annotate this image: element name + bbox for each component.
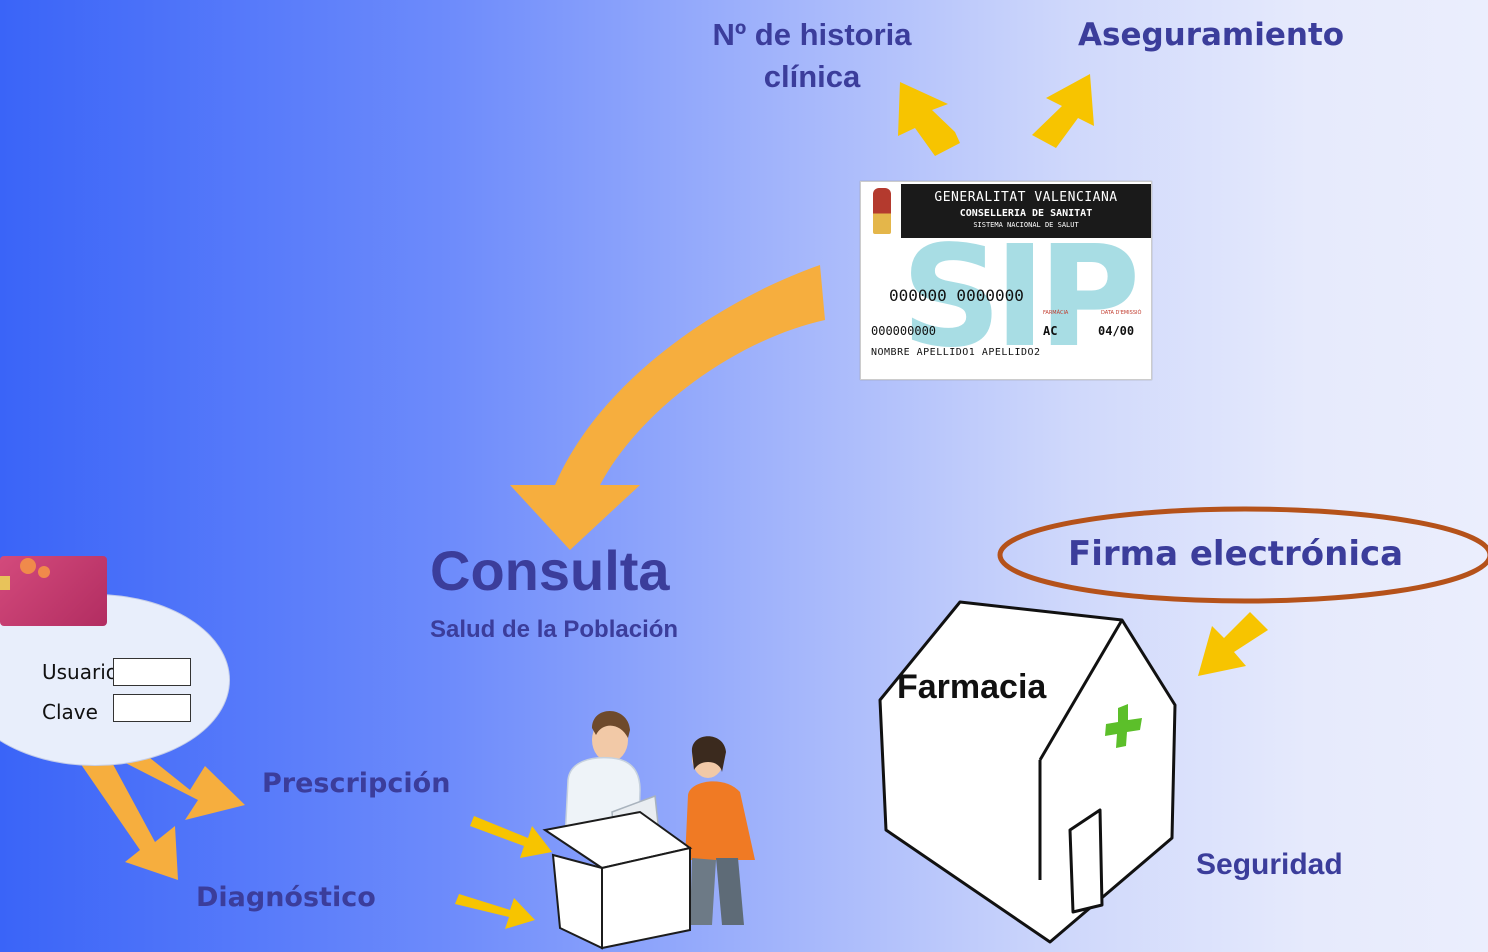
arrow-prescripcion-to-desk xyxy=(470,816,552,858)
label-historia-clinica: Nº de historia clínica xyxy=(712,17,912,94)
card-chip-icon xyxy=(0,576,10,590)
label-aseguramiento: Aseguramiento xyxy=(1078,17,1345,53)
label-consulta: Consulta xyxy=(430,539,670,602)
label-seguridad: Seguridad xyxy=(1196,848,1343,881)
sip-small-label-right: DATA D'EMISSIÓ xyxy=(1101,310,1142,316)
sip-header-line3: SISTEMA NACIONAL DE SALUT xyxy=(973,221,1079,229)
sip-date: 04/00 xyxy=(1098,324,1135,338)
card-dot-icon xyxy=(20,558,36,574)
farmacia-house xyxy=(878,600,1177,944)
sip-header-line2: CONSELLERIA DE SANITAT xyxy=(959,208,1093,219)
sip-watermark: SIP xyxy=(901,216,1141,379)
arrow-to-aseguramiento xyxy=(1032,74,1094,148)
sip-small-label-left: FARMÀCIA xyxy=(1043,310,1069,316)
label-salud-poblacion: Salud de la Población xyxy=(430,616,679,643)
usuario-label: Usuario xyxy=(42,660,119,684)
firma-ellipse xyxy=(997,506,1488,604)
sip-code: 000000000 xyxy=(871,324,937,338)
arrow-to-farmacia xyxy=(1198,612,1268,676)
clave-input[interactable] xyxy=(113,694,191,722)
card-dot-icon-2 xyxy=(38,566,50,578)
sip-emblem-icon xyxy=(873,188,891,234)
curved-arrow-to-consulta xyxy=(510,265,825,550)
certificate-card xyxy=(0,556,107,626)
pharmacy-cross xyxy=(1105,704,1142,748)
arrow-diagnostico-to-desk xyxy=(455,894,535,929)
sip-ac: AC xyxy=(1043,324,1058,338)
arrow-login-to-prescripcion xyxy=(110,750,245,820)
arrow-login-to-diagnostico xyxy=(78,755,178,880)
reception-desk-illustration xyxy=(542,710,755,950)
usuario-input[interactable] xyxy=(113,658,191,686)
sip-name: NOMBRE APELLIDO1 APELLIDO2 xyxy=(871,347,1041,358)
sip-card-header: GENERALITAT VALENCIANA CONSELLERIA DE SA… xyxy=(901,184,1151,238)
sip-number: 000000 0000000 xyxy=(889,286,1024,305)
sip-card: GENERALITAT VALENCIANA CONSELLERIA DE SA… xyxy=(860,181,1152,380)
label-prescripcion: Prescripción xyxy=(262,768,451,799)
label-farmacia: Farmacia xyxy=(897,668,1047,706)
label-diagnostico: Diagnóstico xyxy=(196,882,376,913)
sip-header-line1: GENERALITAT VALENCIANA xyxy=(934,190,1118,205)
label-firma-electronica: Firma electrónica xyxy=(1068,534,1404,574)
clave-label: Clave xyxy=(42,700,98,724)
arrow-to-historia xyxy=(898,82,960,156)
